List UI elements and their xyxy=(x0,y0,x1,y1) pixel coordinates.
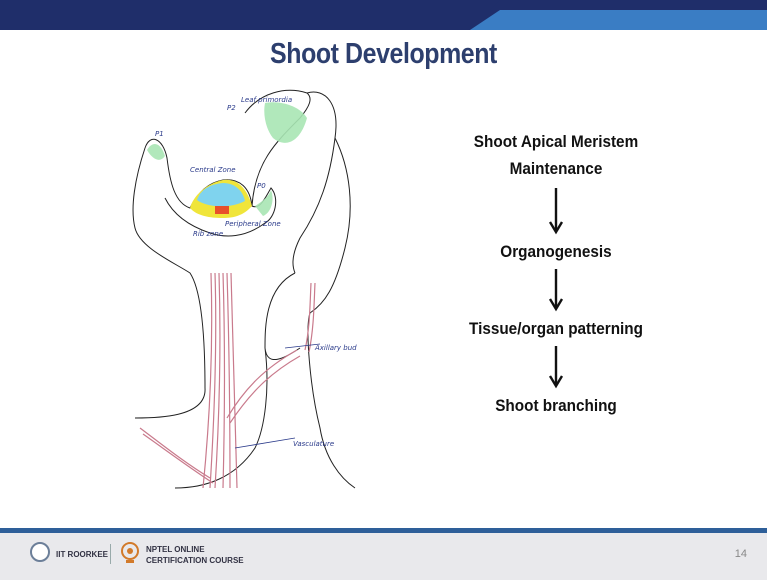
footer-divider xyxy=(110,544,111,564)
label-central-zone: Central Zone xyxy=(190,166,236,174)
primordium-p2 xyxy=(264,102,307,143)
footer-course-line1: NPTEL ONLINE xyxy=(146,545,205,554)
rib-zone xyxy=(215,206,229,214)
flow-step-4: Shoot branching xyxy=(452,392,661,419)
down-arrow-icon xyxy=(546,265,566,315)
footer-accent-line xyxy=(0,528,767,533)
page-number: 14 xyxy=(735,548,747,560)
down-arrow-icon xyxy=(546,342,566,392)
primordium-p1 xyxy=(147,144,165,160)
nptel-logo-icon xyxy=(120,541,140,565)
process-flow: Shoot Apical Meristem Maintenance Organo… xyxy=(440,128,672,419)
label-rib-zone: Rib zone xyxy=(193,230,223,238)
shoot-apex-diagram: P1 P2 Leaf primordia Central Zone P0 Per… xyxy=(115,88,375,508)
slide-title: Shoot Development xyxy=(54,38,714,71)
flow-step-2: Organogenesis xyxy=(452,238,661,265)
label-leaf-primordia: Leaf primordia xyxy=(241,96,292,104)
label-peripheral-zone: Peripheral Zone xyxy=(225,220,281,228)
top-banner xyxy=(0,0,767,30)
iit-roorkee-logo-icon xyxy=(30,542,50,562)
footer-institute: IIT ROORKEE xyxy=(56,550,108,559)
vasculature-strands xyxy=(140,273,315,488)
flow-step-1: Shoot Apical Meristem Maintenance xyxy=(471,128,642,182)
label-axillary-bud: Axillary bud xyxy=(314,344,357,352)
flow-step-3: Tissue/organ patterning xyxy=(452,315,661,342)
primordium-p0 xyxy=(255,190,273,216)
footer-course-line2: CERTIFICATION COURSE xyxy=(146,556,244,565)
footer-bar xyxy=(0,528,767,580)
label-vasculature: Vasculature xyxy=(293,440,334,448)
down-arrow-icon xyxy=(546,182,566,238)
label-p0: P0 xyxy=(257,182,266,190)
label-p1: P1 xyxy=(155,130,164,138)
label-p2: P2 xyxy=(227,104,236,112)
